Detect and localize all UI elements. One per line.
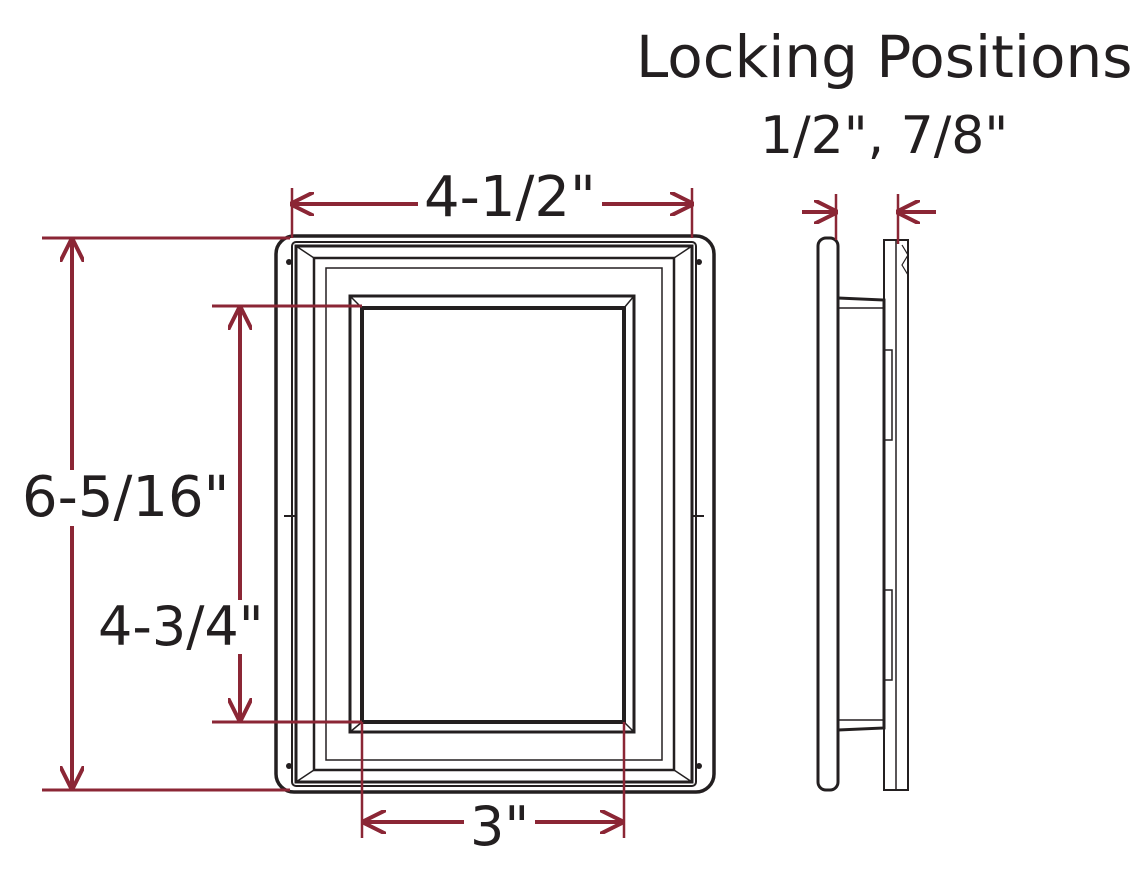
front-view [274, 234, 716, 794]
outer-flange-inner-edge [291, 241, 697, 787]
side-view [816, 236, 909, 792]
frame-bevel [312, 256, 676, 772]
screw-hole [696, 763, 702, 769]
locking-positions-values: 1/2", 7/8" [760, 106, 1009, 166]
locking-positions-title: Locking Positions [636, 23, 1133, 91]
overall-height-label: 6-5/16" [18, 470, 234, 526]
inner-height-label: 4-3/4" [94, 600, 268, 654]
mounting-frame [294, 244, 694, 784]
outer-flange [274, 234, 716, 794]
side-body [837, 296, 886, 732]
overall-width-label: 4-1/2" [418, 170, 602, 226]
screw-hole [696, 259, 702, 265]
frame-bevel-inner [325, 267, 663, 761]
inner-width-label: 3" [464, 800, 536, 854]
inner-panel-outer [348, 294, 636, 734]
screw-hole [286, 763, 292, 769]
lock-tab [883, 349, 893, 441]
screw-hole [286, 259, 292, 265]
side-flange [816, 236, 840, 792]
inner-panel [360, 306, 626, 724]
lock-tab [883, 589, 893, 681]
